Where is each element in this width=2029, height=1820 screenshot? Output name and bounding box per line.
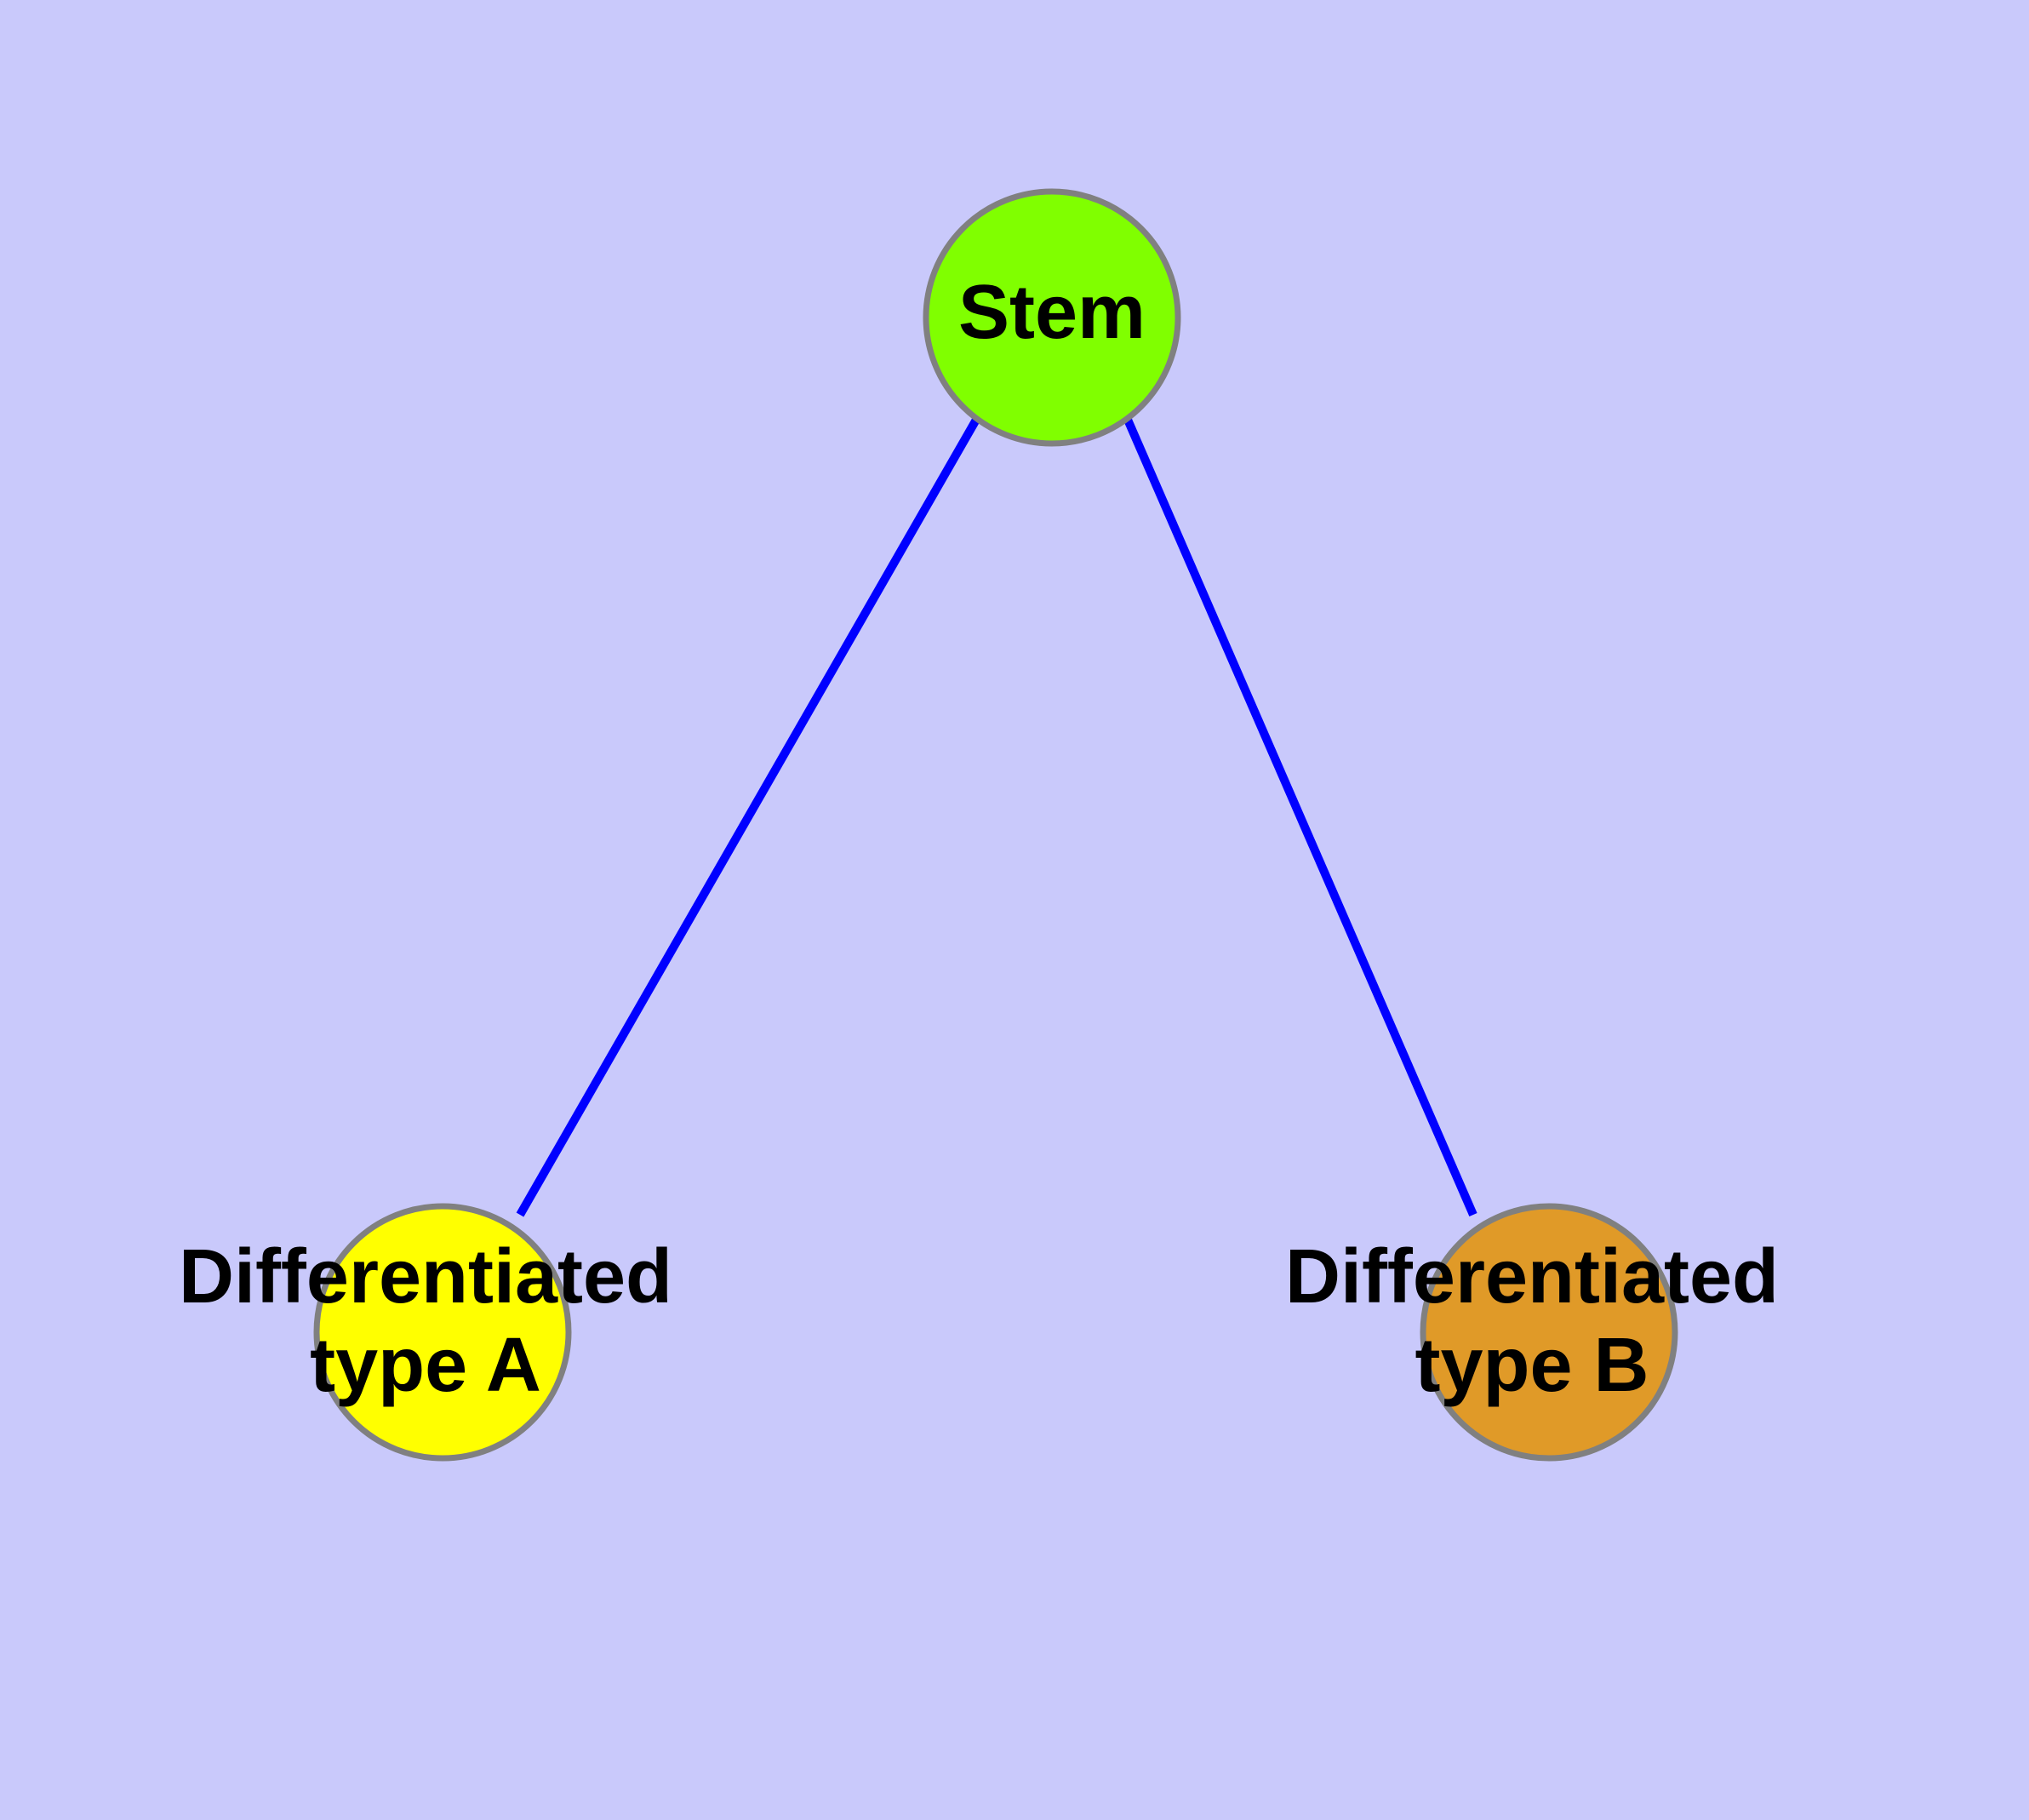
node-label-line: Differentiated: [1285, 1234, 1779, 1319]
graph-edge-stem-to-diff-a[interactable]: [516, 417, 980, 1217]
graph-edge-stem-to-diff-b[interactable]: [1123, 418, 1477, 1216]
node-circle-diff_a[interactable]: [313, 1203, 572, 1462]
edge-layer: [516, 417, 1477, 1217]
node-circle-stem[interactable]: [923, 188, 1181, 447]
graph-node-stem[interactable]: Stem: [923, 188, 1181, 447]
node-label-line: type A: [310, 1323, 541, 1408]
node-label-line: type B: [1415, 1323, 1649, 1408]
node-circle-diff_b[interactable]: [1420, 1203, 1678, 1462]
node-label-stem: Stem: [958, 270, 1146, 355]
node-label-line: Stem: [958, 270, 1146, 355]
node-label-line: Differentiated: [179, 1234, 672, 1319]
